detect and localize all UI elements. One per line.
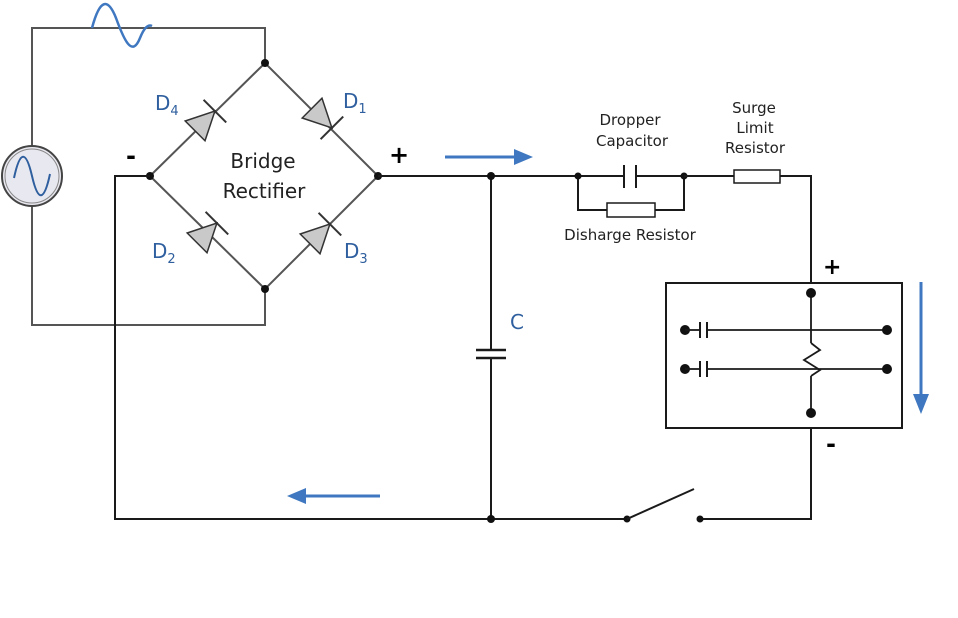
ac-source-loop	[1, 3, 266, 326]
surge-resistor: Surge Limit Resistor	[725, 99, 786, 184]
diode-d1-label: D1	[343, 89, 367, 117]
surge-label-line2: Limit	[736, 119, 773, 137]
bridge-label-line1: Bridge	[230, 149, 295, 173]
dropper-capacitor: Dropper Capacitor	[596, 111, 669, 188]
diode-d1	[300, 96, 344, 140]
switch-icon	[623, 488, 704, 523]
load-plus-sign: +	[823, 255, 841, 280]
surge-label-line3: Resistor	[725, 139, 786, 157]
arrow-down-icon	[913, 282, 929, 414]
bridge-plus-sign: +	[389, 141, 409, 169]
sine-wave-icon	[90, 3, 153, 48]
diode-d3-label: D3	[344, 239, 368, 267]
dropper-label-line1: Dropper	[599, 111, 661, 129]
dropper-label-line2: Capacitor	[596, 132, 669, 150]
bridge-label-line2: Rectifier	[223, 179, 307, 203]
discharge-label: Disharge Resistor	[564, 226, 696, 244]
arrow-left-icon	[287, 488, 380, 504]
bridge-rectifier: Bridge Rectifier D4 D1 D2 D3 - +	[126, 59, 409, 293]
filter-capacitor: C	[476, 310, 524, 360]
diode-d4-label: D4	[155, 91, 179, 119]
ac-source-icon	[1, 145, 63, 207]
arrow-right-icon	[445, 149, 533, 165]
diode-d2-label: D2	[152, 239, 176, 267]
diode-d3	[298, 212, 342, 256]
discharge-resistor: Disharge Resistor	[564, 202, 697, 244]
surge-label-line1: Surge	[732, 99, 776, 117]
load-block-icon	[665, 282, 903, 429]
diode-d4	[183, 99, 227, 143]
load-minus-sign: -	[826, 430, 836, 458]
dc-circuit-wires	[114, 172, 812, 523]
capacitor-label: C	[510, 310, 524, 334]
bridge-minus-sign: -	[126, 142, 136, 170]
diode-d2	[185, 211, 229, 255]
